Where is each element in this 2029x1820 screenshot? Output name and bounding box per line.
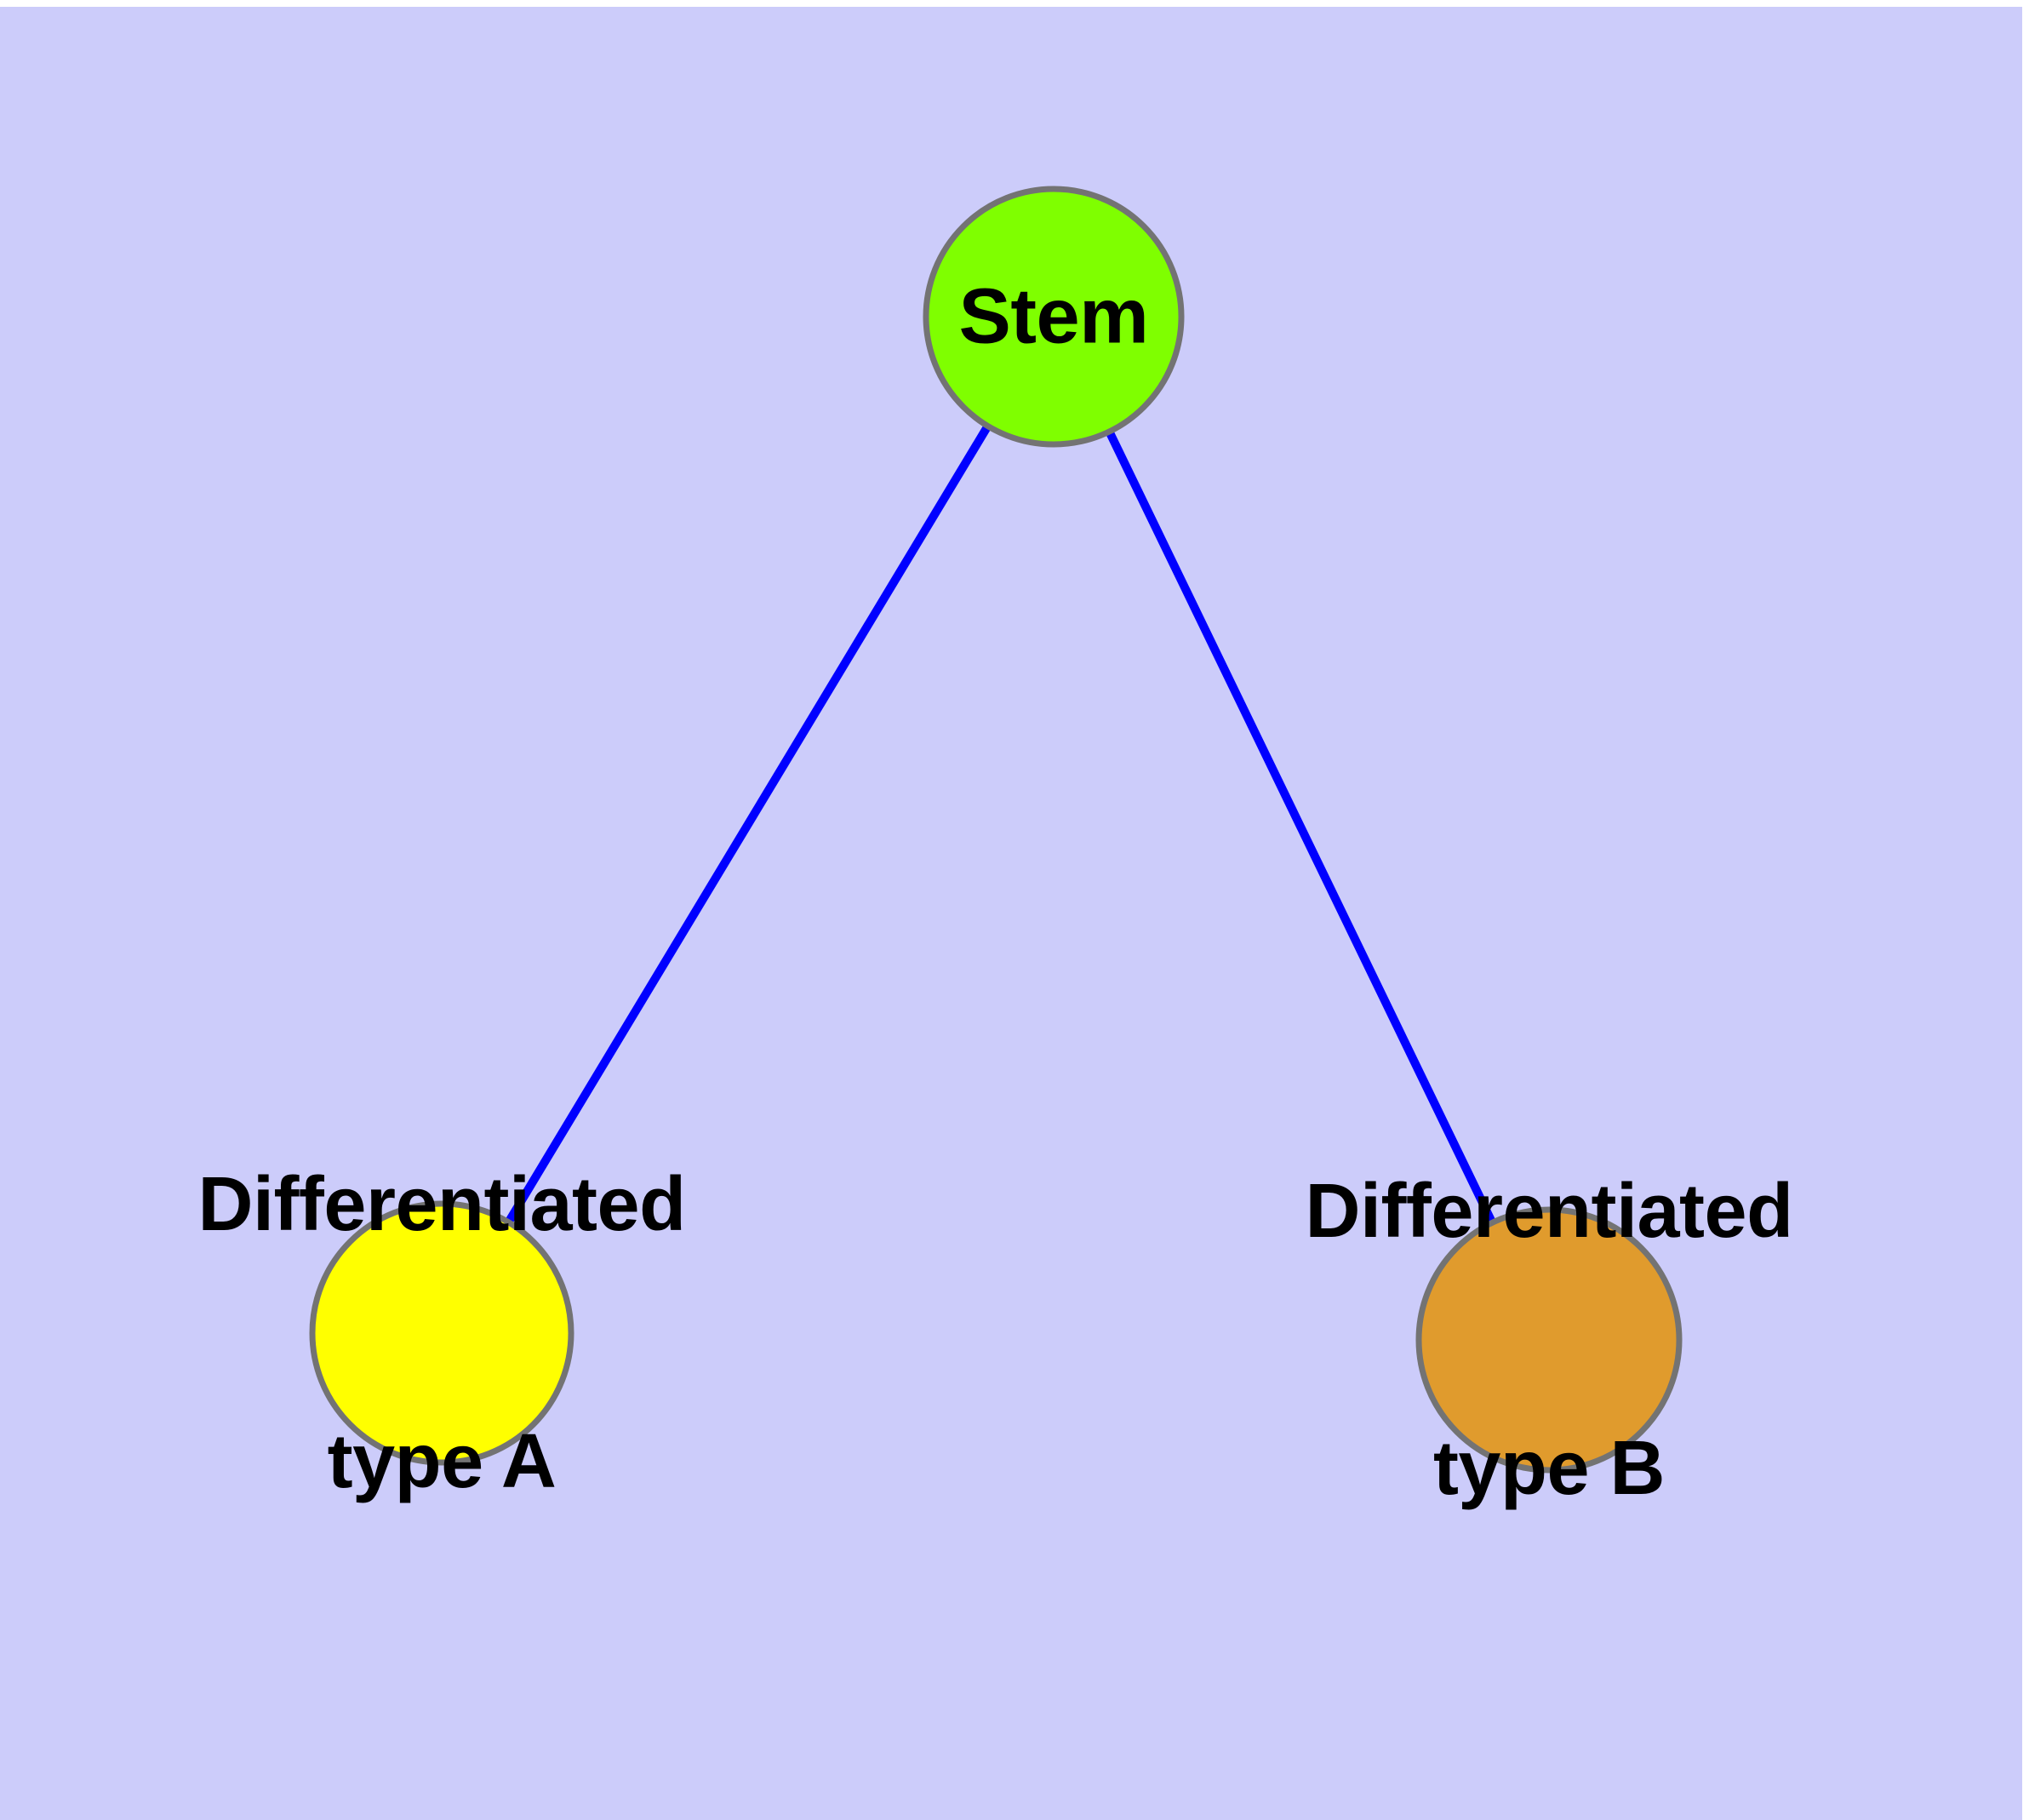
node-differentiated-type-b[interactable]: [1415, 1206, 1683, 1474]
edge-stem-to-differentiated-type-a[interactable]: [437, 314, 1058, 1336]
node-differentiated-type-a[interactable]: [309, 1200, 574, 1466]
node-stem[interactable]: [923, 186, 1185, 448]
edge-layer: [437, 314, 1553, 1342]
node-layer: [309, 186, 1683, 1474]
edge-stem-to-differentiated-type-b[interactable]: [1049, 314, 1553, 1342]
